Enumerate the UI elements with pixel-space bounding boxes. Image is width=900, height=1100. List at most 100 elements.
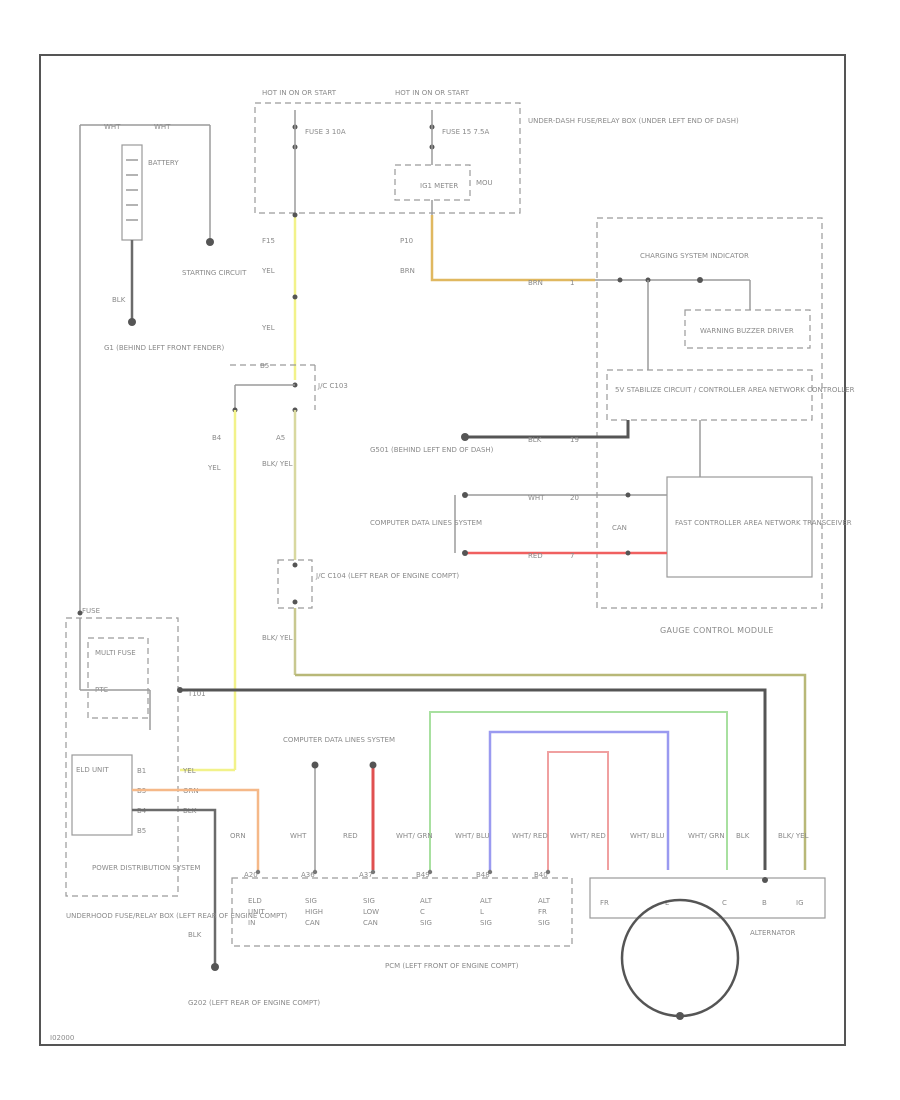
pcm-computer-data-label: COMPUTER DATA LINES SYSTEM: [283, 736, 395, 744]
can-high-splice: [625, 492, 631, 498]
battery-ground-wire-label: BLK: [112, 296, 126, 304]
pcm-pin-dot-b48: [487, 869, 493, 875]
wht-blu-wire: [488, 730, 670, 870]
pcm-col-text: ALT: [420, 897, 433, 905]
yel-wire-label-2: YEL: [261, 324, 275, 332]
jc-c104-terminal-bottom: [292, 599, 298, 605]
gm-ground-wire: [465, 420, 630, 439]
ground-g1-label: G1 (BEHIND LEFT FRONT FENDER): [104, 344, 224, 352]
pcm-col-text: CAN: [363, 919, 378, 927]
yel-wire-label-3: YEL: [207, 464, 221, 472]
yel-wire-splice: [292, 294, 298, 300]
ground-g501-terminal: [461, 433, 469, 441]
jc-c104-terminal-top: [292, 562, 298, 568]
underdash-box-label: UNDER-DASH FUSE/RELAY BOX (UNDER LEFT EN…: [528, 117, 739, 125]
pin-t101-label: T101: [187, 690, 206, 698]
orn-wire-eld-to-pcm: [132, 788, 260, 870]
blk-yel-label-2: BLK/ YEL: [262, 634, 293, 642]
battery-wire-left: WHT: [104, 123, 121, 131]
can-low-label: RED: [528, 552, 543, 560]
wht-grn-label-2: WHT/ GRN: [688, 832, 725, 840]
brn-wire-label-gm: BRN: [528, 279, 543, 287]
battery-wire-right: WHT: [154, 123, 171, 131]
multi-fuse-label: MULTI FUSE: [95, 649, 136, 657]
gauge-control-module-box: [596, 217, 823, 609]
alt-b-terminal: [762, 877, 768, 883]
pcm-col-text: SIG: [480, 919, 492, 927]
eld-yel-label: YEL: [182, 767, 196, 775]
underhood-fuse-box-label: UNDERHOOD FUSE/RELAY BOX (LEFT REAR OF E…: [66, 912, 288, 920]
brn-wire: [430, 215, 595, 282]
pcm-col-text: C: [420, 908, 425, 916]
can-high-label: WHT: [528, 494, 545, 502]
alt-terminal-b: B: [762, 899, 767, 907]
pin-a5-label: A5: [276, 434, 285, 442]
gm-splice-1: [617, 277, 623, 283]
warning-buzzer-label: WARNING BUZZER DRIVER: [700, 327, 794, 335]
pcm-pin-a37: A37: [359, 871, 373, 879]
alt-terminal-fr: FR: [600, 899, 609, 907]
starting-circuit-terminal: [206, 238, 214, 246]
computer-data-label: COMPUTER DATA LINES SYSTEM: [370, 519, 482, 527]
pcm-col-text: SIG: [538, 919, 550, 927]
pcm-col-text: FR: [538, 908, 547, 916]
pcm-pin-dot-a20: [255, 869, 261, 875]
jc-c103-label: J/C C103: [317, 382, 348, 390]
underhood-fuse-box: [65, 617, 179, 897]
multi-fuse-box: [87, 637, 149, 719]
blk-wire-to-g202: [132, 808, 217, 965]
pin-b5-label: B5: [260, 362, 269, 370]
fuse-b-label: FUSE 15 7.5A: [442, 128, 490, 136]
gm-pin-4: 7: [570, 552, 574, 560]
alt-terminal-ig: IG: [796, 899, 804, 907]
wht-pcm-label: WHT: [290, 832, 307, 840]
ground-g1-terminal: [128, 318, 136, 326]
can-label: CAN: [612, 524, 627, 532]
ground-g202-label: G202 (LEFT REAR OF ENGINE COMPT): [188, 999, 320, 1007]
pcm-box: [231, 877, 573, 947]
diagram-frame: [39, 54, 846, 1046]
pcm-connector-columns: A20ELDUNITINA36SIGHIGHCANA37SIGLOWCANB49…: [244, 869, 551, 927]
gm-pin-3: 20: [570, 494, 579, 502]
eld-pin-1: B1: [137, 767, 146, 775]
pcm-col-text: SIG: [363, 897, 375, 905]
meter-box: [394, 164, 471, 201]
pcm-pin-a36: A36: [301, 871, 315, 879]
eld-pin-4: B5: [137, 827, 146, 835]
pcm-col-text: SIG: [420, 919, 432, 927]
pcm-col-text: ELD: [248, 897, 262, 905]
pcm-pin-dot-b40: [545, 869, 551, 875]
pcm-col-text: IN: [248, 919, 255, 927]
hot-label-a: HOT IN ON OR START: [262, 89, 337, 97]
can-low-splice: [625, 550, 631, 556]
pcm-col-text: ALT: [538, 897, 551, 905]
pcm-label: PCM (LEFT FRONT OF ENGINE COMPT): [385, 962, 519, 970]
blk-alt-label: BLK: [736, 832, 750, 840]
fuse-a-label: FUSE 3 10A: [305, 128, 346, 136]
jc-c104-label: J/C C104 (LEFT REAR OF ENGINE COMPT): [315, 572, 459, 580]
eld-unit-box: [71, 754, 133, 836]
pin-p10-label: P10: [400, 237, 413, 245]
ground-g501-label: G501 (BEHIND LEFT END OF DASH): [370, 446, 494, 454]
stabilizer-label: 5V STABILIZE CIRCUIT / CONTROLLER AREA N…: [615, 386, 855, 394]
power-distribution-label: POWER DISTRIBUTION SYSTEM: [92, 864, 200, 872]
pcm-pin-b49: B49: [416, 871, 430, 879]
pcm-pin-a20: A20: [244, 871, 258, 879]
pcm-col-text: LOW: [363, 908, 379, 916]
red-pcm-label: RED: [343, 832, 358, 840]
can-transceiver-label: FAST CONTROLLER AREA NETWORK TRANSCEIVER: [675, 519, 852, 527]
charging-indicator-label: CHARGING SYSTEM INDICATOR: [640, 252, 749, 260]
blk-yel-label-1: BLK/ YEL: [262, 460, 293, 468]
alternator-terminal-block: [589, 877, 826, 919]
alt-terminal-l: L: [665, 899, 669, 907]
blk-yel-alt-label: BLK/ YEL: [778, 832, 809, 840]
fuse-a-output-terminal: [292, 212, 298, 218]
wht-red-label-1: WHT/ RED: [512, 832, 548, 840]
can-high-terminal: [462, 492, 468, 498]
warning-buzzer-box: [684, 309, 811, 349]
can-transceiver-box: [666, 476, 813, 578]
pin-f15-label: F15: [262, 237, 275, 245]
alternator-ground-terminal: [676, 1012, 684, 1020]
ground-g202-terminal: [211, 963, 219, 971]
